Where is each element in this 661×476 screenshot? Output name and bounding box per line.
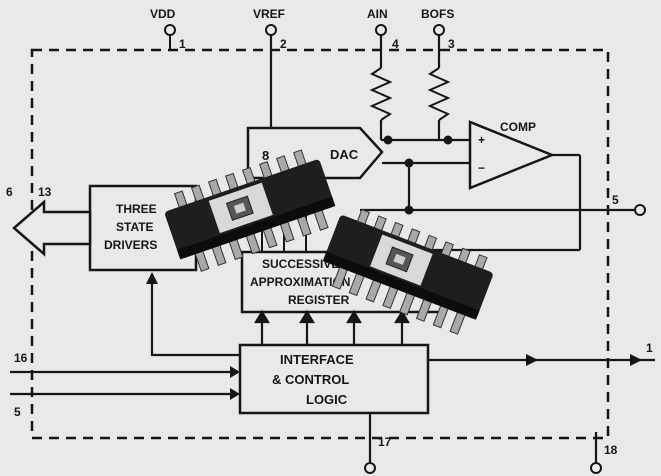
comp-label: COMP [500, 120, 536, 134]
pin-number-1: 1 [179, 37, 186, 51]
iface-line-3: LOGIC [306, 392, 348, 407]
comp-plus: + [478, 133, 485, 147]
sar-line-1: SUCCESSIVE [262, 257, 339, 271]
ic-chip-2 [322, 208, 493, 335]
pin-number-2: 2 [280, 37, 287, 51]
label-vref: VREF [253, 7, 285, 21]
control-arrows [254, 309, 410, 345]
resistor-ain [369, 67, 393, 121]
pin-number-4: 4 [392, 37, 399, 51]
dac-bits-label: 8 [262, 148, 269, 163]
drivers-line-1: THREE [116, 202, 157, 216]
pin-17-terminal [364, 462, 376, 474]
pin-number-15: 5 [14, 405, 21, 419]
pin-number-6: 6 [6, 185, 13, 199]
drivers-line-3: DRIVERS [104, 238, 157, 252]
pin-number-13: 13 [38, 185, 52, 199]
ic-chip-1 [165, 149, 336, 272]
interface-control-logic-block [238, 343, 430, 415]
junction-dot [383, 135, 393, 145]
label-bofs: BOFS [421, 7, 454, 21]
pin-ain [369, 24, 393, 140]
pin-number-3: 3 [448, 37, 455, 51]
drivers-line-2: STATE [116, 220, 154, 234]
pin-number-5: 5 [612, 193, 619, 207]
junction-dot [443, 135, 453, 145]
label-vdd: VDD [150, 7, 176, 21]
pin-bofs [427, 24, 451, 140]
pin-5-terminal [634, 204, 646, 216]
pin-18-terminal [590, 462, 602, 474]
resistor-bofs [427, 67, 451, 121]
iface-line-2: & CONTROL [272, 372, 349, 387]
pin-vref [265, 24, 277, 128]
output-bus-arrow [12, 199, 92, 257]
sar-line-2: APPROXIMATION [250, 275, 350, 289]
pin-number-17: 17 [378, 435, 392, 449]
label-ain: AIN [367, 7, 388, 21]
dac-label: DAC [330, 147, 359, 162]
iface-line-1: INTERFACE [280, 352, 354, 367]
pin-vdd [164, 24, 176, 50]
pin-number-18: 18 [604, 443, 618, 457]
sar-line-3: REGISTER [288, 293, 350, 307]
comp-minus: − [478, 161, 485, 175]
pin-number-out: 1 [646, 341, 653, 355]
comparator [468, 120, 556, 190]
pin-number-16: 16 [14, 351, 28, 365]
